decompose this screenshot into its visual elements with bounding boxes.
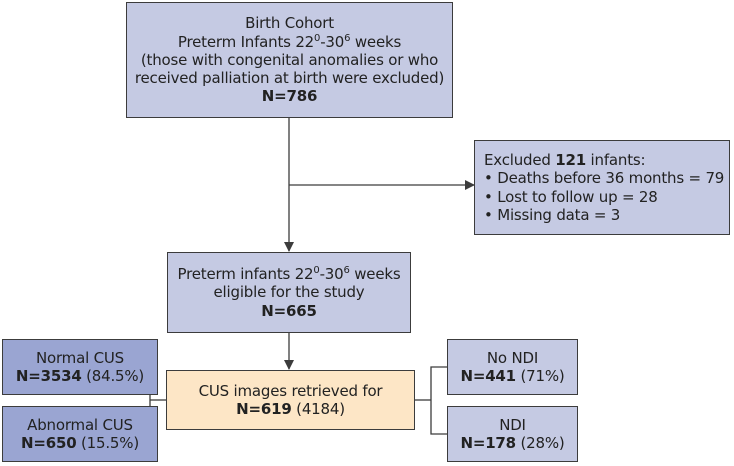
- excluded-deaths: • Deaths before 36 months = 79: [484, 169, 725, 188]
- cus-images-box: CUS images retrieved for N=619 (4184): [166, 370, 415, 430]
- cohort-title: Birth Cohort: [245, 14, 334, 33]
- excluded-lost: • Lost to follow up = 28: [484, 187, 658, 206]
- cus-label: CUS images retrieved for: [198, 381, 383, 400]
- excluded-heading: Excluded 121 infants:: [484, 150, 646, 169]
- ndi-box: NDI N=178 (28%): [447, 406, 578, 462]
- excluded-missing: • Missing data = 3: [484, 205, 621, 224]
- abnormal-cus-count: N=650 (15.5%): [21, 434, 139, 452]
- ndi-count: N=178 (28%): [460, 434, 565, 452]
- cohort-exclusion-line2: received palliation at birth were exclud…: [134, 69, 445, 88]
- no-ndi-label: No NDI: [486, 348, 539, 367]
- normal-cus-count: N=3534 (84.5%): [15, 367, 145, 385]
- bracket-right: [430, 366, 447, 435]
- birth-cohort-box: Birth Cohort Preterm Infants 220-306 wee…: [126, 2, 453, 118]
- eligible-label: eligible for the study: [213, 283, 365, 302]
- normal-cus-box: Normal CUS N=3534 (84.5%): [2, 339, 158, 395]
- cohort-n: N=786: [261, 87, 318, 106]
- excluded-box: Excluded 121 infants: • Deaths before 36…: [474, 140, 730, 235]
- eligible-n: N=665: [261, 301, 317, 320]
- normal-cus-label: Normal CUS: [35, 348, 124, 367]
- eligible-gestation: Preterm infants 220-306 weeks: [177, 265, 401, 284]
- abnormal-cus-label: Abnormal CUS: [27, 415, 133, 434]
- no-ndi-count: N=441 (71%): [460, 367, 565, 385]
- cus-count: N=619 (4184): [236, 400, 345, 418]
- no-ndi-box: No NDI N=441 (71%): [447, 339, 578, 395]
- eligible-box: Preterm infants 220-306 weeks eligible f…: [167, 252, 411, 333]
- abnormal-cus-box: Abnormal CUS N=650 (15.5%): [2, 406, 158, 462]
- cohort-exclusion-line1: (those with congenital anomalies or who: [140, 50, 439, 69]
- ndi-label: NDI: [499, 415, 526, 434]
- cohort-gestation: Preterm Infants 220-306 weeks: [177, 32, 402, 51]
